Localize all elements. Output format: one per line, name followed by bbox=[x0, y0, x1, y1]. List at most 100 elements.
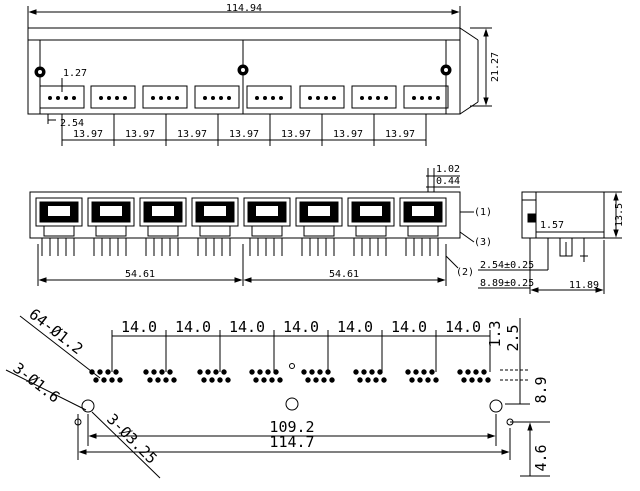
top-pin bbox=[123, 96, 127, 100]
top-pin bbox=[115, 96, 119, 100]
top-pin bbox=[324, 96, 328, 100]
pcb-overall-width-label: 114.7 bbox=[269, 433, 314, 451]
pin-pitch-label: 2.54 bbox=[60, 118, 84, 129]
small-hole-right bbox=[506, 418, 514, 426]
pcb-pin-hole bbox=[249, 369, 255, 375]
top-pin bbox=[211, 96, 215, 100]
top-height-label: 21.27 bbox=[490, 52, 501, 82]
jack-base bbox=[43, 225, 75, 237]
jack-window bbox=[256, 206, 278, 216]
pcb-pin-hole bbox=[457, 369, 463, 375]
jack-4 bbox=[191, 197, 239, 237]
jack-window bbox=[48, 206, 70, 216]
jack-window bbox=[204, 206, 226, 216]
top-port-2 bbox=[90, 85, 136, 109]
top-pin bbox=[279, 96, 283, 100]
jack-1 bbox=[35, 197, 83, 237]
top-port-row bbox=[39, 85, 449, 109]
front-view: 1.02 0.44 (1) (3) (2) 54.61 54.61 bbox=[29, 164, 492, 286]
pcb-pin-hole bbox=[373, 377, 379, 383]
jack-base bbox=[355, 225, 387, 237]
front-half-width-right: 54.61 bbox=[329, 269, 359, 280]
pcb-pin-hole bbox=[197, 369, 203, 375]
pcb-pin-hole bbox=[221, 369, 227, 375]
callout-2: (2) bbox=[456, 267, 474, 278]
top-pin bbox=[384, 96, 388, 100]
top-pin bbox=[308, 96, 312, 100]
pcb-pin-hole bbox=[473, 369, 479, 375]
jack-8 bbox=[399, 197, 447, 237]
pcb-pin-hole bbox=[481, 369, 487, 375]
pcb-pin-hole bbox=[163, 377, 169, 383]
large-hole-left bbox=[81, 399, 95, 413]
pcb-pin-hole bbox=[225, 377, 231, 383]
top-pin bbox=[99, 96, 103, 100]
pcb-pin-hole bbox=[269, 377, 275, 383]
top-pitch-label: 13.97 bbox=[385, 129, 415, 140]
side-dim-b-label: 8.89±0.25 bbox=[480, 278, 534, 289]
top-pin bbox=[64, 96, 68, 100]
pcb-dim-right-c: 8.9 bbox=[532, 376, 550, 403]
pcb-dim-right-a: 1.3 bbox=[486, 320, 504, 347]
top-port-6 bbox=[299, 85, 345, 109]
pcb-pin-hole bbox=[171, 377, 177, 383]
pcb-pin-hole bbox=[369, 369, 375, 375]
top-port-4 bbox=[194, 85, 240, 109]
pcb-pin-hole bbox=[143, 369, 149, 375]
jack-7 bbox=[347, 197, 395, 237]
top-overall-width-label: 114.94 bbox=[226, 3, 262, 14]
side-height-label: 13.5 bbox=[614, 203, 625, 227]
jack-6 bbox=[295, 197, 343, 237]
top-pin bbox=[219, 96, 223, 100]
jack-3 bbox=[139, 197, 187, 237]
side-depth-label: 11.89 bbox=[569, 280, 599, 291]
top-pin bbox=[72, 96, 76, 100]
pcb-pin-hole bbox=[485, 377, 491, 383]
top-port-8 bbox=[403, 85, 449, 109]
pcb-pin-hole bbox=[465, 369, 471, 375]
top-pin bbox=[428, 96, 432, 100]
pcb-pin-hole bbox=[93, 377, 99, 383]
top-pin bbox=[368, 96, 372, 100]
pcb-pin-hole bbox=[147, 377, 153, 383]
pcb-pin-hole bbox=[205, 369, 211, 375]
top-pitch-label: 13.97 bbox=[73, 129, 103, 140]
top-pin bbox=[376, 96, 380, 100]
pcb-pitch-label: 14.0 bbox=[337, 318, 373, 336]
top-pin bbox=[227, 96, 231, 100]
hole-spec-large: 3-Ø3.25 bbox=[103, 410, 160, 467]
pcb-pin-hole bbox=[357, 377, 363, 383]
pcb-key-hole bbox=[289, 363, 295, 369]
top-pin bbox=[316, 96, 320, 100]
pcb-pin-hole bbox=[433, 377, 439, 383]
pcb-pin-hole bbox=[421, 369, 427, 375]
top-pitch-label: 13.97 bbox=[333, 129, 363, 140]
pcb-pin-hole bbox=[167, 369, 173, 375]
top-body-outline bbox=[27, 27, 461, 115]
pcb-pin-hole bbox=[361, 369, 367, 375]
pcb-pin-hole bbox=[253, 377, 259, 383]
pcb-pin-hole bbox=[213, 369, 219, 375]
jack-5 bbox=[243, 197, 291, 237]
top-pin bbox=[436, 96, 440, 100]
top-pitch-label: 13.97 bbox=[177, 129, 207, 140]
pcb-pin-hole bbox=[265, 369, 271, 375]
pcb-pin-hole bbox=[101, 377, 107, 383]
pcb-pin-hole bbox=[117, 377, 123, 383]
callout-1: (1) bbox=[474, 207, 492, 218]
top-pin bbox=[48, 96, 52, 100]
top-pin bbox=[412, 96, 416, 100]
top-pitch-label: 13.97 bbox=[125, 129, 155, 140]
pcb-pin-hole bbox=[329, 377, 335, 383]
jack-base bbox=[95, 225, 127, 237]
jack-base bbox=[407, 225, 439, 237]
top-pin bbox=[360, 96, 364, 100]
large-hole-right bbox=[489, 399, 503, 413]
pcb-pin-hole bbox=[313, 377, 319, 383]
pcb-pin-hole bbox=[301, 369, 307, 375]
top-pin bbox=[56, 96, 60, 100]
pcb-pin-hole bbox=[109, 377, 115, 383]
pcb-pin-hole bbox=[469, 377, 475, 383]
